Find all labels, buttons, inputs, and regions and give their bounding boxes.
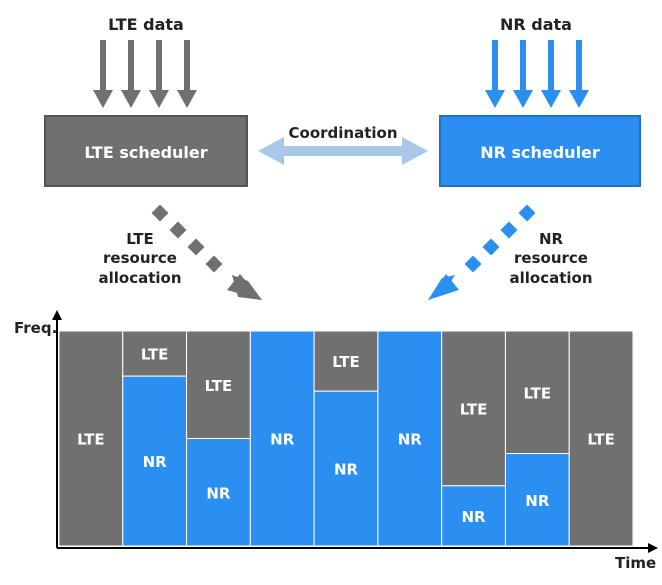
lte-block <box>58 330 124 547</box>
lte-data-arrow <box>93 40 113 108</box>
svg-text:LTE: LTE <box>126 230 154 248</box>
svg-text:allocation: allocation <box>98 269 181 287</box>
time-slot: NR <box>249 330 315 547</box>
lte-allocation-label: LTE resource allocation <box>98 230 181 287</box>
nr-data-arrow <box>513 40 533 108</box>
lte-data-arrow <box>149 40 169 108</box>
svg-text:resource: resource <box>103 249 177 267</box>
nr-block <box>377 330 443 547</box>
nr-block-label: NR <box>462 508 487 526</box>
svg-text:resource: resource <box>514 249 588 267</box>
x-axis-label: Time <box>615 554 656 572</box>
nr-scheduler-label: NR scheduler <box>480 143 600 162</box>
resource-grid: LTE LTE NR LTE NR NR LTE NR NR LTE NR LTE NR LTE <box>58 330 634 547</box>
nr-data-arrow <box>485 40 505 108</box>
lte-scheduler-label: LTE scheduler <box>84 143 207 162</box>
nr-allocation-label: NR resource allocation <box>509 230 592 287</box>
svg-text:NR: NR <box>539 230 564 248</box>
nr-block-label: NR <box>525 492 550 510</box>
time-slot: LTE NR <box>186 330 251 547</box>
lte-block-label: LTE <box>332 353 360 371</box>
nr-block <box>504 453 570 547</box>
lte-data-arrow <box>177 40 197 108</box>
lte-block <box>122 330 188 377</box>
lte-block <box>504 330 570 455</box>
lte-data-arrow <box>121 40 141 108</box>
nr-block <box>186 438 251 547</box>
nr-block-label: NR <box>143 453 168 471</box>
x-axis-arrowhead <box>648 543 658 553</box>
nr-scheduler-box: NR scheduler <box>439 115 641 187</box>
lte-data-label: LTE data <box>108 15 184 34</box>
lte-scheduler-box: LTE scheduler <box>44 115 248 187</box>
coordination-label: Coordination <box>289 124 398 142</box>
y-axis-label: Freq. <box>14 319 57 337</box>
lte-block <box>186 330 251 439</box>
nr-data-arrows <box>485 40 589 108</box>
nr-block <box>249 330 315 547</box>
svg-text:allocation: allocation <box>509 269 592 287</box>
axes <box>52 310 658 553</box>
lte-block-label: LTE <box>77 431 105 449</box>
y-axis-arrowhead <box>52 310 62 320</box>
lte-block <box>441 330 506 487</box>
time-slot: LTE NR <box>441 330 506 547</box>
time-slot: LTE <box>568 330 634 547</box>
nr-data-arrow <box>569 40 589 108</box>
time-slot: LTE <box>58 330 124 547</box>
time-slot: LTE NR <box>313 330 379 547</box>
nr-data-label: NR data <box>500 15 572 34</box>
lte-block-label: LTE <box>205 377 233 395</box>
time-slot: LTE NR <box>122 330 188 547</box>
time-slot: NR <box>377 330 443 547</box>
lte-block <box>568 330 634 547</box>
nr-data-arrow <box>541 40 561 108</box>
nr-block <box>441 485 506 547</box>
lte-block-label: LTE <box>141 346 169 364</box>
lte-block-label: LTE <box>524 384 552 402</box>
nr-block-label: NR <box>334 461 359 479</box>
nr-block-label: NR <box>398 431 423 449</box>
lte-block-label: LTE <box>460 400 488 418</box>
time-slot: LTE NR <box>504 330 570 547</box>
lte-data-arrows <box>93 40 197 108</box>
nr-block <box>313 390 379 547</box>
nr-block-label: NR <box>206 484 231 502</box>
coordination-arrow <box>258 137 428 165</box>
nr-block-label: NR <box>270 431 295 449</box>
lte-block-label: LTE <box>587 431 615 449</box>
